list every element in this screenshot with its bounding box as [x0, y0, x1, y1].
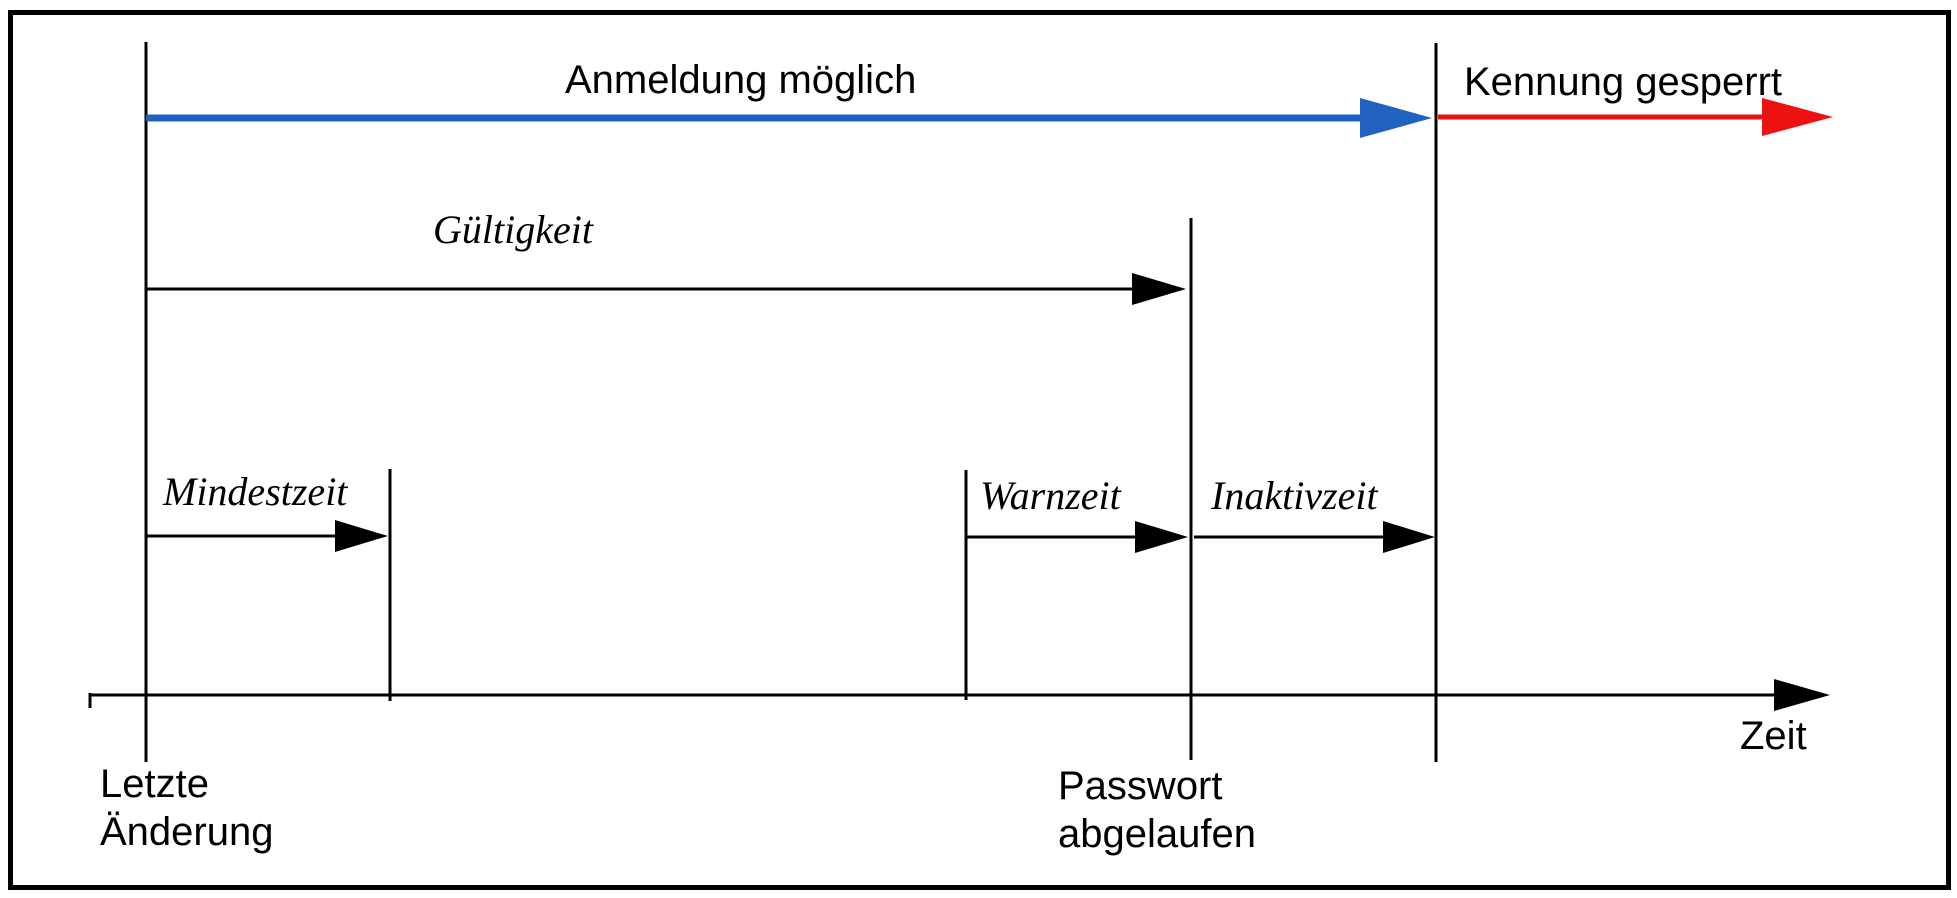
- passwort-abgelaufen-line2: abgelaufen: [1058, 812, 1256, 856]
- letzte-aenderung-line1: Letzte: [100, 762, 209, 806]
- anmeldung-arrow: [146, 98, 1432, 138]
- letzte-aenderung-line2: Änderung: [100, 810, 274, 854]
- inaktivzeit-arrow-head: [1383, 521, 1435, 553]
- kennung-arrow: [1438, 98, 1833, 136]
- inaktivzeit-arrow: [1194, 521, 1435, 553]
- kennung-arrow-head: [1762, 98, 1833, 136]
- kennung-gesperrt-label: Kennung gesperrt: [1464, 60, 1783, 104]
- gueltigkeit-arrow: [146, 273, 1186, 305]
- passwort-abgelaufen-line1: Passwort: [1058, 764, 1223, 808]
- inaktivzeit-label: Inaktivzeit: [1211, 473, 1378, 518]
- warnzeit-arrow: [966, 521, 1188, 553]
- warnzeit-arrow-head: [1135, 521, 1188, 553]
- warnzeit-label: Warnzeit: [980, 473, 1121, 518]
- mindestzeit-arrow-head: [335, 520, 388, 552]
- outer-border: [8, 10, 1951, 890]
- anmeldung-moeglich-label: Anmeldung möglich: [565, 58, 917, 102]
- mindestzeit-arrow: [146, 520, 388, 552]
- anmeldung-arrow-head: [1360, 98, 1432, 138]
- time-axis-arrow: [88, 679, 1830, 711]
- gueltigkeit-label: Gültigkeit: [433, 207, 593, 252]
- passwort-abgelaufen-label: Passwort abgelaufen: [1058, 762, 1256, 858]
- time-axis-arrow-head: [1774, 679, 1830, 711]
- mindestzeit-label: Mindestzeit: [163, 469, 348, 514]
- gueltigkeit-arrow-head: [1132, 273, 1186, 305]
- letzte-aenderung-label: Letzte Änderung: [100, 760, 273, 856]
- zeit-axis-label: Zeit: [1740, 714, 1807, 758]
